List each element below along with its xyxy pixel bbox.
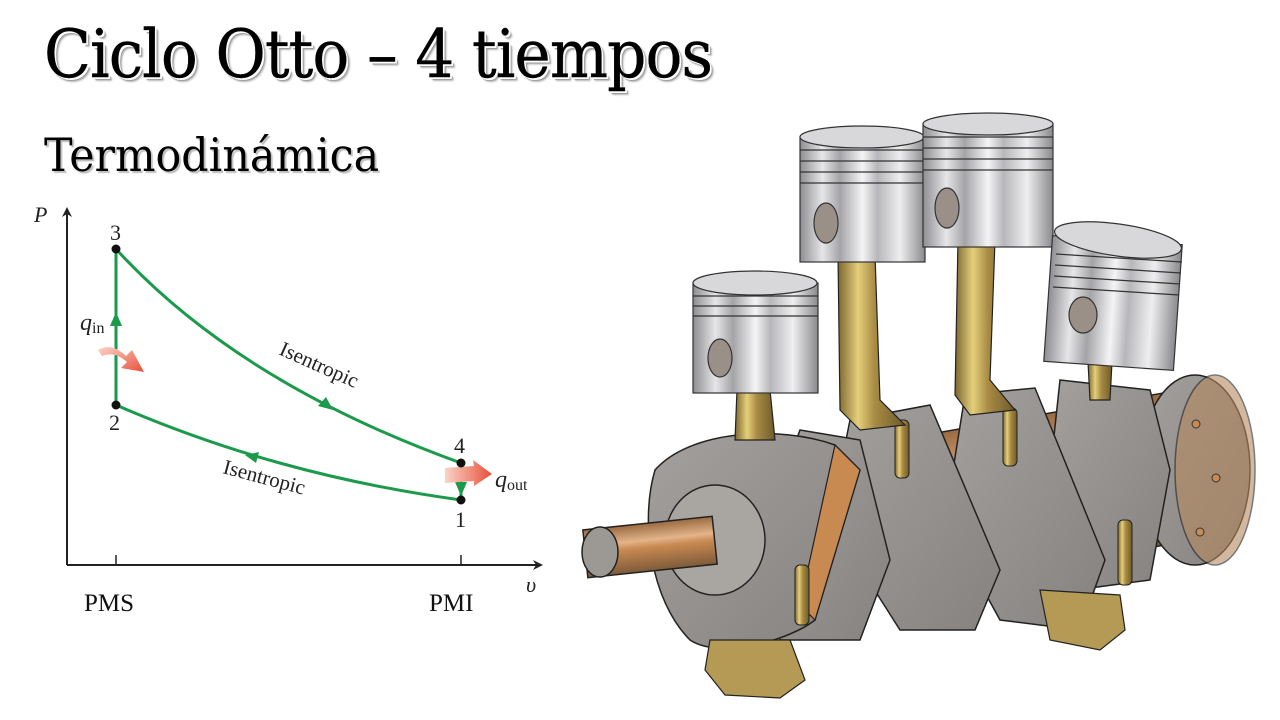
connecting-rod-4 <box>1087 361 1113 401</box>
arrow-left-icon <box>245 452 259 463</box>
rod-bolt-2 <box>894 419 910 479</box>
connecting-rods <box>734 239 1113 441</box>
point-label-3: 3 <box>110 220 121 245</box>
piston-2 <box>799 125 926 263</box>
wrist-pin-hole <box>707 338 733 378</box>
piston-3 <box>922 112 1054 248</box>
point-label-4: 4 <box>454 433 465 458</box>
process-1-2-isentropic-compression <box>115 403 462 502</box>
wrist-pin-hole <box>813 202 839 244</box>
point-3 <box>111 244 121 254</box>
connecting-rod-3 <box>954 239 1017 416</box>
wrist-pin-hole <box>1068 296 1098 334</box>
tick-label-pms: PMS <box>84 590 134 617</box>
piston-1 <box>692 270 819 394</box>
point-2 <box>111 400 121 410</box>
pv-diagram: P υ PMS PMI 3 2 4 1 Isentropic Isentropi… <box>33 202 543 617</box>
wrist-pin-hole <box>934 187 960 229</box>
heat-out-arrow-icon <box>445 460 492 486</box>
direction-arrows <box>110 312 467 496</box>
v-axis-label: υ <box>526 572 536 597</box>
rod-bolt-1 <box>794 564 810 626</box>
connecting-rod-1 <box>734 389 776 441</box>
arrow-down-right-icon <box>318 397 333 410</box>
process-3-4-isentropic-expansion <box>114 247 462 465</box>
connecting-rod-2 <box>837 254 907 431</box>
engine-crankshaft-illustration <box>581 112 1256 699</box>
label-isentropic-compression: Isentropic <box>221 455 308 500</box>
p-axis-label: P <box>33 202 47 227</box>
arrow-down-icon <box>455 482 467 496</box>
crankshaft <box>581 374 1256 699</box>
otto-cycle-path <box>114 247 463 502</box>
point-4 <box>456 458 466 468</box>
label-q-out: qout <box>495 467 528 494</box>
page-subtitle: Termodinámica <box>44 128 380 182</box>
label-q-in: qin <box>80 310 104 337</box>
state-points <box>111 244 466 505</box>
rod-bolt-4 <box>1117 519 1133 586</box>
point-label-2: 2 <box>109 410 120 435</box>
piston-4 <box>1043 221 1183 372</box>
pistons <box>692 112 1183 394</box>
arrow-up-icon <box>110 312 122 326</box>
point-1 <box>456 495 466 505</box>
page-title: Ciclo Otto – 4 tiempos <box>44 16 713 93</box>
heat-in-arrow-icon <box>98 347 144 372</box>
tick-label-pmi: PMI <box>429 590 473 617</box>
counterweight-front <box>704 639 806 699</box>
rod-bolt-3 <box>1002 407 1018 467</box>
axes: P υ PMS PMI <box>33 202 543 617</box>
counterweight-rear <box>1039 589 1126 651</box>
point-label-1: 1 <box>455 507 466 532</box>
